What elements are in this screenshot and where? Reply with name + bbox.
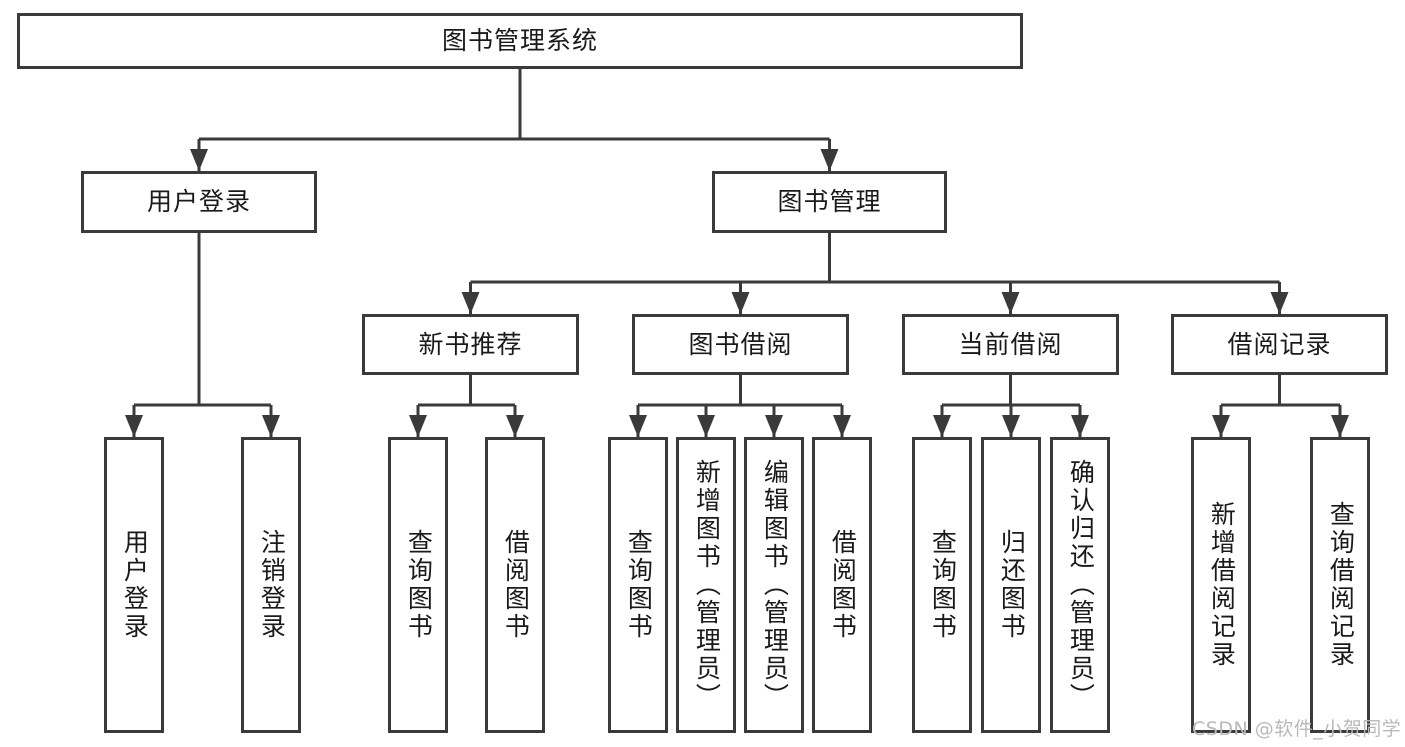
edge-arrowhead	[820, 149, 839, 171]
node-label: 用户登录	[146, 187, 251, 217]
node-label: 查询借阅记录	[1326, 501, 1356, 669]
node-label: 新增图书（管理员）	[692, 459, 722, 711]
edge-arrowhead	[765, 415, 783, 437]
node-newbook[interactable]: 新书推荐	[362, 314, 579, 375]
node-label: 归还图书	[997, 529, 1027, 641]
node-root[interactable]: 图书管理系统	[17, 13, 1023, 69]
node-label: 图书管理	[777, 187, 882, 217]
node-label: 用户登录	[120, 529, 150, 641]
node-borrow[interactable]: 图书借阅	[632, 314, 849, 375]
edge-arrowhead	[506, 415, 524, 437]
node-label: 查询图书	[404, 529, 434, 641]
node-leaf-login-2[interactable]: 注销登录	[241, 437, 301, 733]
watermark: CSDN @软件_小贺同学	[1192, 718, 1402, 740]
node-label: 新书推荐	[418, 329, 523, 359]
node-leaf-bor-1[interactable]: 查询图书	[608, 437, 668, 733]
node-label: 借阅图书	[501, 529, 531, 641]
node-label: 图书借阅	[688, 329, 793, 359]
node-label: 查询图书	[928, 529, 958, 641]
node-leaf-cur-2[interactable]: 归还图书	[981, 437, 1041, 733]
node-label: 图书管理系统	[441, 26, 598, 56]
edge-arrowhead	[409, 415, 427, 437]
node-leaf-cur-3[interactable]: 确认归还（管理员）	[1050, 437, 1110, 733]
edge-arrowhead	[262, 415, 280, 437]
edge-arrowhead	[1331, 415, 1349, 437]
node-current[interactable]: 当前借阅	[902, 314, 1119, 375]
edge-arrowhead	[190, 149, 208, 171]
node-leaf-bor-3[interactable]: 编辑图书（管理员）	[744, 437, 804, 733]
node-leaf-rec-2[interactable]: 查询借阅记录	[1310, 437, 1370, 733]
node-label: 新增借阅记录	[1207, 501, 1237, 669]
node-bookmgmt[interactable]: 图书管理	[712, 171, 947, 233]
node-label: 当前借阅	[958, 329, 1063, 359]
node-label: 注销登录	[257, 529, 287, 641]
edge-arrowhead	[461, 292, 480, 314]
edge-arrowhead	[697, 415, 715, 437]
node-records[interactable]: 借阅记录	[1171, 314, 1388, 375]
edge-arrowhead	[833, 415, 851, 437]
node-label: 查询图书	[624, 529, 654, 641]
node-leaf-cur-1[interactable]: 查询图书	[912, 437, 972, 733]
node-leaf-rec-1[interactable]: 新增借阅记录	[1191, 437, 1251, 733]
edge-arrowhead	[1002, 415, 1020, 437]
node-leaf-login-1[interactable]: 用户登录	[104, 437, 164, 733]
node-leaf-new-2[interactable]: 借阅图书	[485, 437, 545, 733]
edge-arrowhead	[125, 415, 143, 437]
edge-arrowhead	[1001, 292, 1020, 314]
edge-arrowhead	[1212, 415, 1230, 437]
node-leaf-bor-2[interactable]: 新增图书（管理员）	[676, 437, 736, 733]
edge-arrowhead	[629, 415, 647, 437]
edge-arrowhead	[731, 292, 750, 314]
node-label: 编辑图书（管理员）	[760, 459, 790, 711]
node-label: 借阅记录	[1227, 329, 1332, 359]
node-leaf-bor-4[interactable]: 借阅图书	[812, 437, 872, 733]
node-leaf-new-1[interactable]: 查询图书	[388, 437, 448, 733]
node-label: 确认归还（管理员）	[1066, 459, 1096, 711]
node-label: 借阅图书	[828, 529, 858, 641]
edge-arrowhead	[933, 415, 951, 437]
edge-arrowhead	[1071, 415, 1089, 437]
node-login[interactable]: 用户登录	[81, 171, 317, 233]
edge-arrowhead	[1270, 292, 1289, 314]
